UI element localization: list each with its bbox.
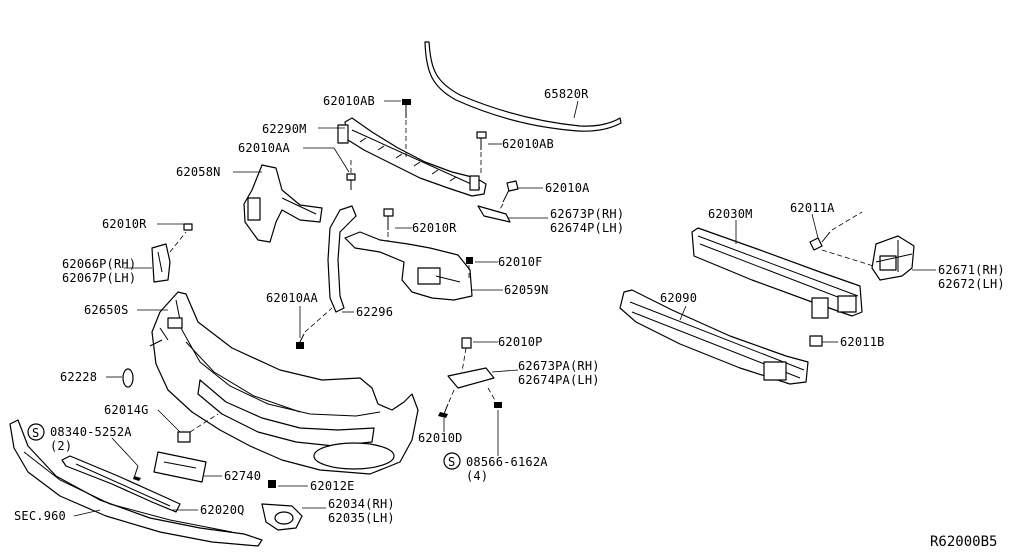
label-62010R-left: 62010R <box>102 217 147 231</box>
label-62010AB-top: 62010AB <box>323 94 375 108</box>
label-62014G: 62014G <box>104 403 149 417</box>
bolt-62010AB-top <box>402 99 411 158</box>
bumper-fascia-62650S <box>149 291 419 475</box>
label-62034: 62034(RH) <box>328 497 395 511</box>
reinforcement-62030M <box>691 227 863 319</box>
label-62228: 62228 <box>60 370 97 384</box>
label-62674PA: 62674PA(LH) <box>518 373 600 387</box>
bolt-62010AB-right <box>476 131 487 176</box>
crash-box-62671 <box>871 235 915 281</box>
label-65820R: 65820R <box>544 87 589 101</box>
label-08340-qty: (2) <box>50 439 72 453</box>
label-sec960: SEC.960 <box>14 509 66 523</box>
upper-molding-65820R <box>424 41 622 132</box>
fog-finisher-62034 <box>261 503 303 531</box>
stay-62296 <box>327 205 357 313</box>
label-62010AA-upper: 62010AA <box>238 141 291 155</box>
clip-62012E <box>268 480 276 488</box>
label-08566-qty: (4) <box>466 469 488 483</box>
screw-08340-5252A: S <box>27 423 141 481</box>
label-62020Q: 62020Q <box>200 503 245 517</box>
label-62672: 62672(LH) <box>938 277 1005 291</box>
label-62010R-center: 62010R <box>412 221 457 235</box>
label-62030M: 62030M <box>708 207 753 221</box>
label-62059N: 62059N <box>504 283 549 297</box>
bolt-62010A <box>495 180 519 217</box>
plug-62228 <box>122 368 134 388</box>
label-62011A: 62011A <box>790 201 835 215</box>
label-62010AB-right: 62010AB <box>502 137 554 151</box>
bolt-62010F <box>466 257 473 280</box>
label-62010P: 62010P <box>498 335 543 349</box>
label-62671: 62671(RH) <box>938 263 1005 277</box>
label-62090: 62090 <box>660 291 697 305</box>
label-62035: 62035(LH) <box>328 511 395 525</box>
diagram-reference-code: R62000B5 <box>930 534 997 550</box>
label-62673P: 62673P(RH) <box>550 207 624 221</box>
upper-bracket-62290M <box>337 117 487 197</box>
clip-62014G <box>177 413 219 443</box>
lower-grille-62020Q <box>61 455 181 513</box>
label-62066P: 62066P(RH) <box>62 257 136 271</box>
label-08566-6162A: 08566-6162A <box>466 455 548 469</box>
label-62011B: 62011B <box>840 335 885 349</box>
label-08340-5252A: 08340-5252A <box>50 425 132 439</box>
bolt-62011A <box>809 211 881 269</box>
label-62650S: 62650S <box>84 303 129 317</box>
side-bracket-62058N <box>243 164 323 243</box>
bolt-62010AA-upper <box>346 160 356 190</box>
label-62058N: 62058N <box>176 165 221 179</box>
bracket-62059N <box>344 231 473 301</box>
screw-symbol-icon: S <box>32 426 39 440</box>
screw-08566-6162A: S <box>443 387 502 470</box>
label-62010D: 62010D <box>418 431 463 445</box>
label-62012E: 62012E <box>310 479 355 493</box>
bolt-62010AA-lower <box>296 307 333 349</box>
side-clip-62673PA <box>447 337 495 389</box>
clip-62673P <box>477 205 511 223</box>
screw-symbol-icon: S <box>448 455 455 469</box>
plate-bracket-62740 <box>153 451 207 483</box>
screw-62010D <box>438 389 455 418</box>
undercover-sec960 <box>9 419 263 547</box>
label-62674P: 62674P(LH) <box>550 221 624 235</box>
label-62296: 62296 <box>356 305 393 319</box>
label-62290M: 62290M <box>262 122 307 136</box>
label-62010A: 62010A <box>545 181 590 195</box>
energy-absorber-62090 <box>619 289 809 385</box>
label-62673PA: 62673PA(RH) <box>518 359 600 373</box>
label-62010AA-lower: 62010AA <box>266 291 319 305</box>
label-62067P: 62067P(LH) <box>62 271 136 285</box>
bracket-62066P <box>151 223 193 283</box>
label-62010F: 62010F <box>498 255 543 269</box>
label-62740: 62740 <box>224 469 261 483</box>
clip-62011B <box>809 335 823 347</box>
